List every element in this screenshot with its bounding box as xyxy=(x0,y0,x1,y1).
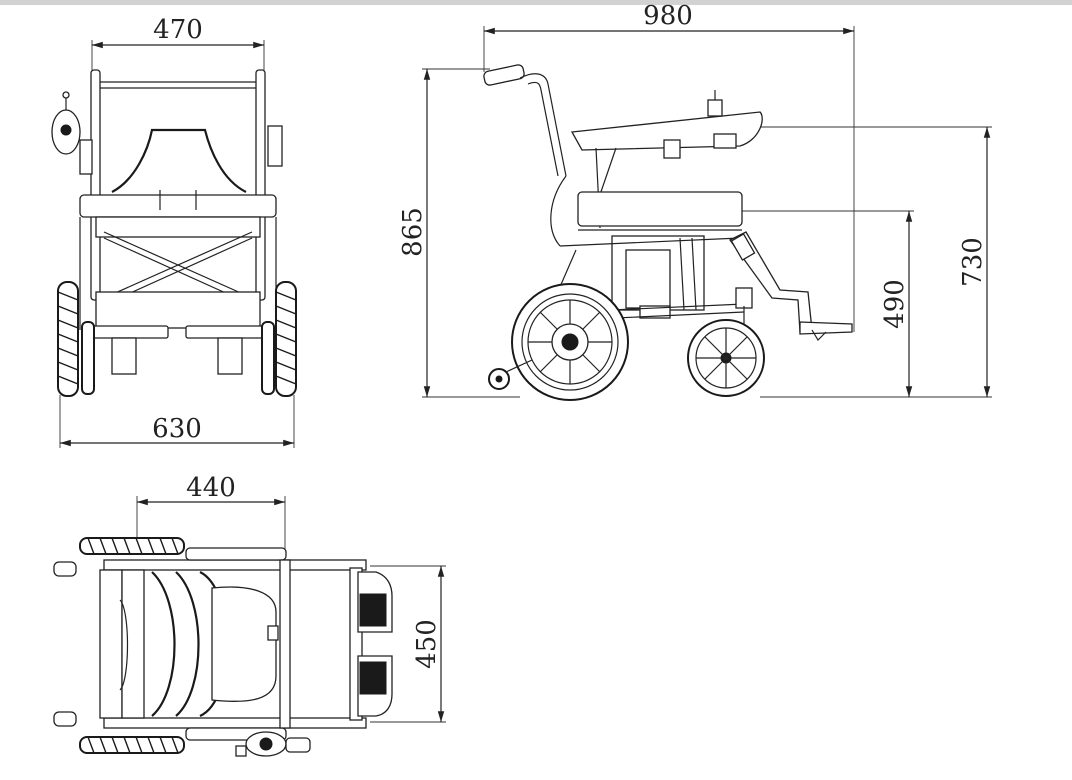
side-view: 980 865 730 490 xyxy=(398,1,992,401)
dim-side-overall-length: 980 xyxy=(483,1,855,332)
top-frame xyxy=(53,537,393,757)
dim-label-865: 865 xyxy=(398,207,428,257)
dim-front-overall-width: 470 xyxy=(91,15,265,70)
dim-label-470: 470 xyxy=(153,15,203,45)
top-border-bar xyxy=(0,0,1072,5)
dim-top-folded-depth: 450 xyxy=(370,565,446,723)
front-frame xyxy=(51,69,283,375)
dim-label-440: 440 xyxy=(186,473,236,503)
dim-label-450: 450 xyxy=(412,619,442,669)
dim-side-overall-height: 865 xyxy=(398,68,520,398)
dim-label-730: 730 xyxy=(958,237,988,287)
dim-side-seat-height: 490 xyxy=(742,210,914,397)
dim-label-490: 490 xyxy=(880,279,910,329)
dim-front-wheel-width: 630 xyxy=(59,395,295,448)
dim-label-630: 630 xyxy=(152,414,202,444)
side-view-wheels xyxy=(488,283,765,401)
dim-top-seat-width: 440 xyxy=(136,473,286,550)
front-view-wheels xyxy=(57,281,297,397)
side-frame xyxy=(483,64,853,345)
dim-label-980: 980 xyxy=(643,1,693,31)
top-view: 440 450 xyxy=(53,473,446,757)
front-view: 470 630 xyxy=(51,15,297,448)
dim-side-armrest-height: 730 xyxy=(760,126,992,398)
